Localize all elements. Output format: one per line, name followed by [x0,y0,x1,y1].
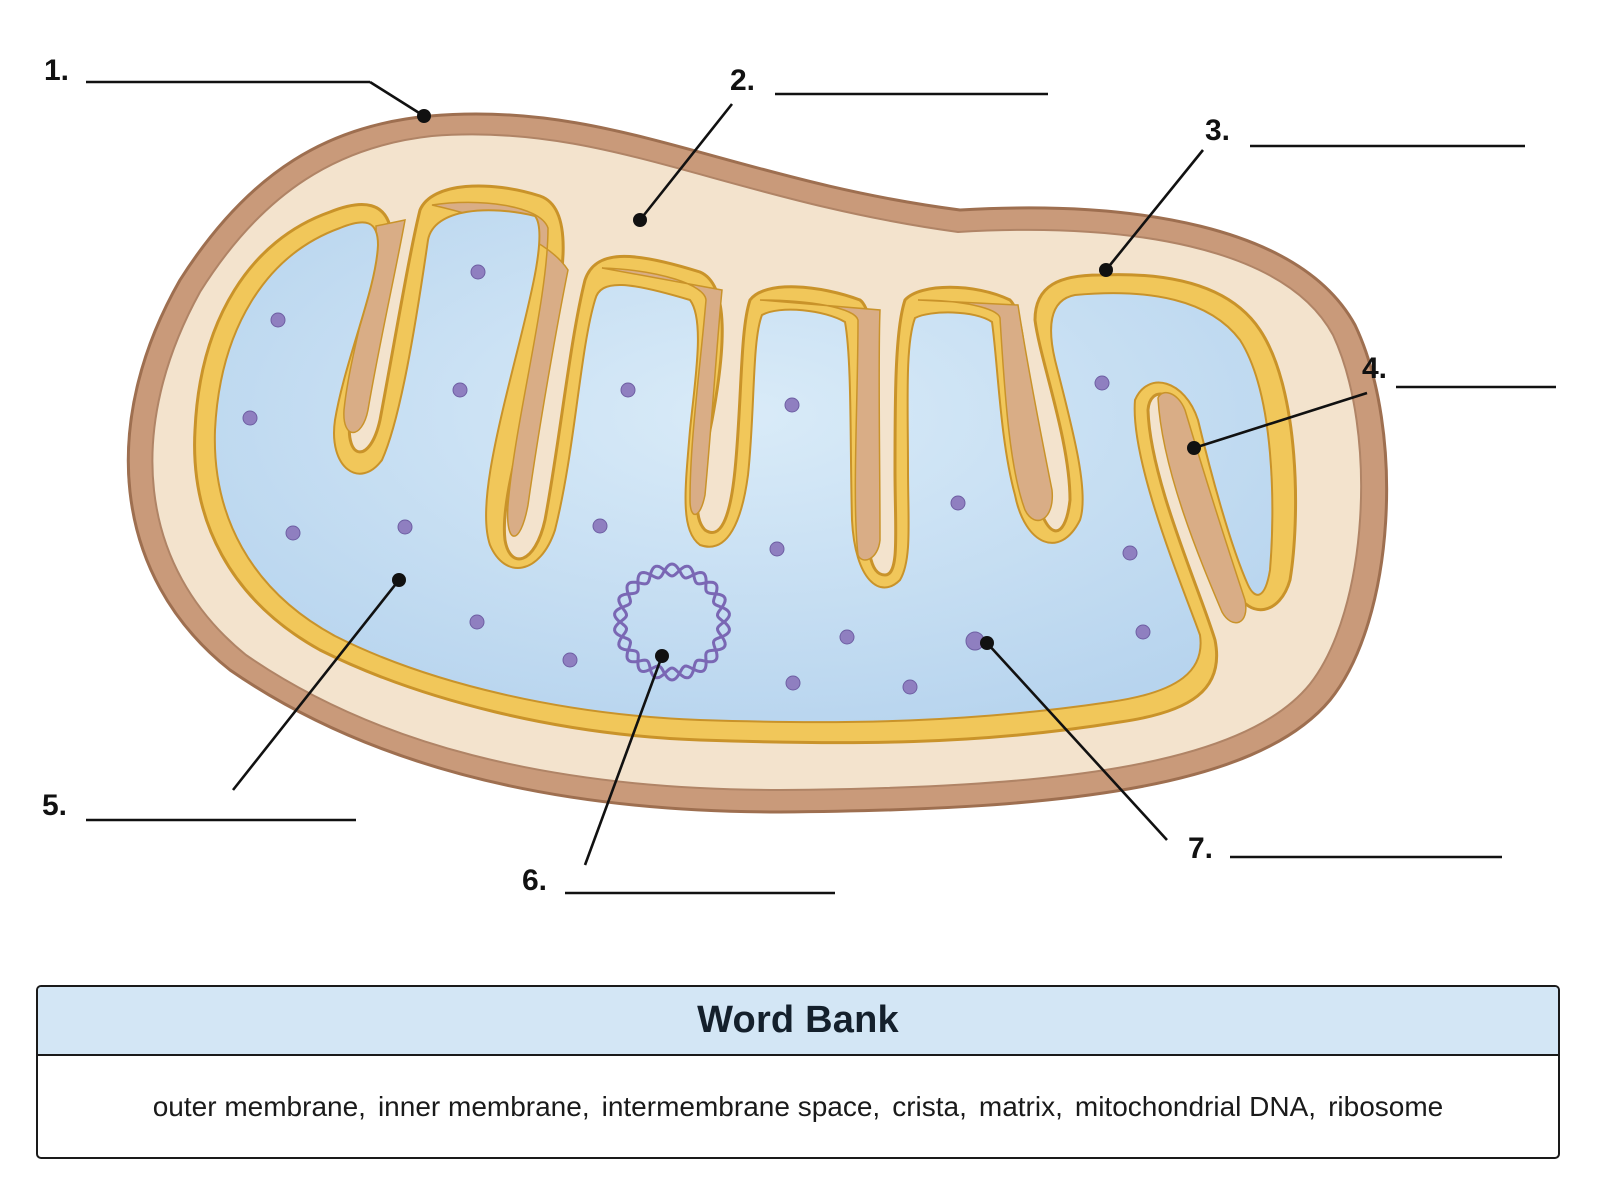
leader-line-2 [638,103,734,221]
pointer-dot-3 [1099,263,1113,277]
leader-line-7 [986,642,1168,841]
pointer-dot-2 [633,213,647,227]
label-number-2: 2. [730,64,755,97]
ribosome-dot [785,675,801,691]
word-bank-term: ribosome [1328,1091,1444,1122]
ribosomes [242,264,1151,695]
leader-line-3 [1104,149,1205,271]
word-bank-term: mitochondrial DNA, [1074,1091,1317,1122]
leader-line-1 [369,80,425,118]
ribosome-dot [470,264,486,280]
ribosome-dot [769,541,785,557]
word-bank-term: inner membrane, [377,1091,590,1122]
ribosome-dot [1135,624,1151,640]
mitochondrial-dna-ring [613,562,731,682]
ribosome-dot [839,629,855,645]
word-bank-term: crista, [892,1091,967,1122]
word-bank-term: outer membrane, [152,1091,366,1122]
leader-line-5 [231,579,401,791]
label-number-4: 4. [1362,352,1387,385]
word-bank-term: intermembrane space, [601,1091,881,1122]
label-number-7: 7. [1188,832,1213,865]
ribosome-dot [950,495,966,511]
ribosome-dot [242,410,258,426]
ribosome-dot [902,679,918,695]
word-bank-title: Word Bank [38,987,1558,1056]
matrix [213,209,1274,724]
word-bank-terms: outer membrane, inner membrane, intermembr… [38,1056,1558,1157]
ribosome-dot [1094,375,1110,391]
word-bank: Word Bank outer membrane, inner membrane,… [36,985,1560,1159]
ribosome-dot [285,525,301,541]
label-number-5: 5. [42,789,67,822]
pointer-dot-4 [1187,441,1201,455]
pointer-dot-6 [655,649,669,663]
ribosome-dot [784,397,800,413]
ribosome-dot [397,519,413,535]
ribosome-dot [452,382,468,398]
pointer-dot-1 [417,109,431,123]
ribosome-dot [620,382,636,398]
mitochondrion-diagram: 1. 2. 3. 4. 5. 6. 7. [42,54,1556,897]
word-bank-term: matrix, [978,1091,1063,1122]
ribosome-dot [592,518,608,534]
pointer-dot-5 [392,573,406,587]
leader-line-4 [1193,391,1368,450]
ribosome-dot [562,652,578,668]
ribosome-dot [469,614,485,630]
label-number-3: 3. [1205,114,1230,147]
pointer-dot-7 [980,636,994,650]
ribosome-dot [1122,545,1138,561]
leader-line-6 [583,655,664,866]
ribosome-dot [270,312,286,328]
label-number-6: 6. [522,864,547,897]
label-number-1: 1. [44,54,69,87]
